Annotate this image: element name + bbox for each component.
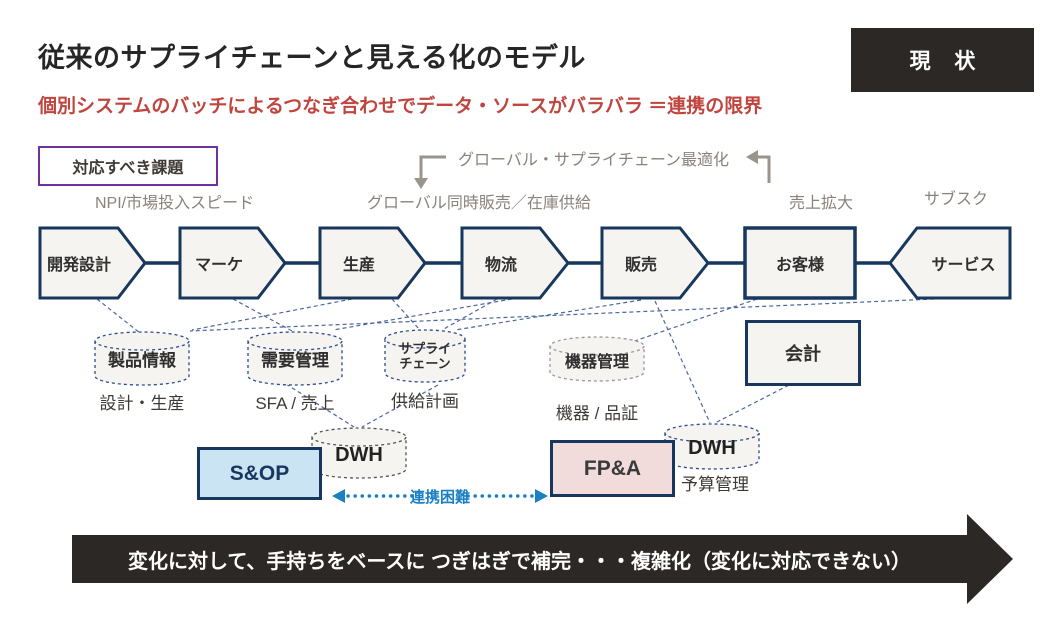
system-equipment-mgmt-sub: 機器 / 品証 [555,403,639,423]
bottom-arrow-shape [72,514,1013,604]
link-difficulty-label: 連携困難 [409,488,470,506]
fpa-box: FP&A [550,440,675,497]
step-marketing: マーケ [194,257,243,274]
process-chain-shapes [38,226,1012,300]
challenge-gsc-optimization: グローバル・サプライチェーン最適化 [458,152,730,169]
system-supply-chain-sub: 供給計画 [391,391,459,411]
cylinder-product-info [94,331,190,386]
system-demand-mgmt-sub: SFA / 売上 [255,393,335,413]
step-customer: お客様 [775,257,824,274]
cylinder-supply-chain [384,329,466,383]
bottom-banner-text: 変化に対して、手持ちをベースに つぎはぎで補完・・・複雑化（変化に対応できない） [128,550,911,573]
hook-arrow-right [757,155,771,183]
step-service: サービス [931,257,996,274]
page-subtitle: 個別システムのバッチによるつなぎ合わせでデータ・ソースがバラバラ ＝連携の限界 [38,96,763,117]
step-logistics: 物流 [484,257,517,274]
budget-mgmt-label: 予算管理 [681,475,749,494]
hook-arrow-left [419,155,446,180]
step-dev-design: 開発設計 [46,257,111,274]
system-product-info: 製品情報 [108,350,176,370]
link-arrow-right-head [535,489,548,503]
issues-box: 対応すべき課題 [38,146,218,186]
status-badge: 現 状 [851,28,1034,92]
step-production: 生産 [342,257,375,274]
cylinder-dwh-right [664,423,760,470]
cylinder-equipment-mgmt [549,336,645,382]
step-shape-dev-design [38,226,147,300]
system-supply-chain-line1: サプライ [398,340,451,356]
sop-box: S&OP [197,447,322,500]
step-shape-production [318,226,427,300]
link-arrow-left-head [332,489,345,503]
system-supply-chain-line2: チェーン [399,355,451,371]
system-supply-chain: サプライ チェーン [385,340,465,373]
step-shape-service [888,226,1012,300]
dwh-right-label: DWH [688,436,736,459]
hook-arrow-left-head [414,178,428,189]
step-sales: 販売 [624,257,657,274]
system-demand-mgmt: 需要管理 [261,350,329,370]
step-shape-logistics [460,226,570,300]
system-equipment-mgmt: 機器管理 [564,354,629,371]
hook-arrow-right-head [746,150,758,164]
step-shape-sales [600,226,710,300]
challenge-global-supply: グローバル同時販売／在庫供給 [367,195,591,212]
step-shape-marketing [178,226,287,300]
connector-web [96,295,1005,428]
challenge-npi: NPI/市場投入スピード [95,195,255,212]
step-shape-customer [743,226,857,300]
cylinder-demand-mgmt [247,331,343,386]
dwh-left-label: DWH [335,443,383,466]
system-product-info-sub: 設計・生産 [99,393,185,413]
challenge-sales-expansion: 売上拡大 [789,195,854,212]
system-accounting-box: 会計 [745,320,861,386]
page-title: 従来のサプライチェーンと見える化のモデル [38,43,586,73]
challenge-subscription: サブスク [924,191,989,208]
